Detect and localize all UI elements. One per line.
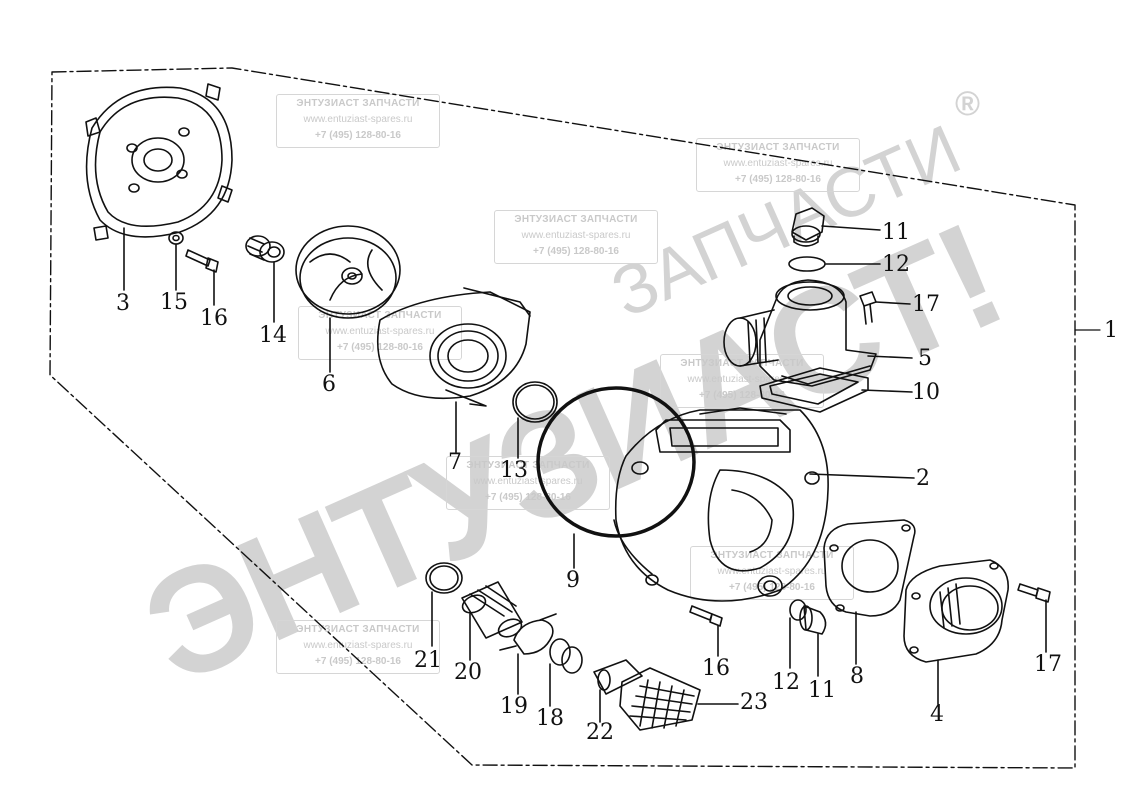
plug-lower: [799, 605, 827, 635]
callout-4: 4: [930, 702, 944, 727]
hose-clamp: [499, 613, 557, 655]
callout-5: 5: [918, 346, 932, 371]
callout-16-lower: 16: [702, 656, 730, 681]
callout-10: 10: [912, 380, 940, 405]
pump-body: [613, 407, 829, 602]
callout-12-lower: 12: [772, 670, 800, 695]
bolt-right: [1017, 583, 1051, 603]
callout-8: 8: [850, 664, 864, 689]
registered-mark: ®: [955, 85, 981, 123]
callout-20: 20: [454, 660, 482, 685]
callout-2: 2: [916, 466, 930, 491]
callout-17-right: 17: [1034, 652, 1062, 677]
mechanical-seal: [245, 235, 285, 263]
gasket-ring-top: [788, 256, 826, 272]
callout-13: 13: [500, 458, 528, 483]
hose-connector: [461, 581, 523, 639]
inlet-gasket-ring: [425, 562, 463, 594]
callout-1: 1: [1104, 318, 1118, 343]
bolt-top: [859, 291, 877, 325]
callout-7: 7: [448, 450, 462, 475]
back-cover-plate: [85, 83, 233, 241]
callout-19: 19: [500, 694, 528, 719]
plug-top: [791, 207, 825, 247]
callout-17: 17: [912, 292, 940, 317]
o-ring-large: [536, 386, 696, 538]
washer: [168, 231, 184, 245]
impeller: [295, 225, 401, 319]
bolt-lower: [689, 605, 723, 627]
callout-22: 22: [586, 720, 614, 745]
suction-cover: [903, 559, 1009, 663]
callout-6: 6: [322, 372, 336, 397]
callout-23: 23: [740, 690, 768, 715]
strainer: [593, 659, 701, 731]
volute-diffuser: [376, 287, 531, 407]
callout-15: 15: [160, 290, 188, 315]
callout-11: 11: [882, 220, 910, 245]
callout-14: 14: [259, 323, 287, 348]
bolt-left: [185, 249, 219, 273]
callout-3: 3: [116, 291, 130, 316]
assembly-boundary: [49, 67, 1076, 769]
flat-gasket: [823, 519, 916, 617]
callout-18: 18: [536, 706, 564, 731]
callout-12: 12: [882, 252, 910, 277]
o-ring-small: [512, 381, 558, 423]
gasket-ring-lower: [789, 599, 807, 621]
callout-16: 16: [200, 306, 228, 331]
callout-21: 21: [414, 648, 442, 673]
outlet-elbow: [723, 279, 877, 387]
washer-rings: [549, 638, 583, 674]
callout-11-lower: 11: [808, 678, 836, 703]
callout-9: 9: [566, 568, 580, 593]
outlet-gasket: [759, 367, 869, 413]
